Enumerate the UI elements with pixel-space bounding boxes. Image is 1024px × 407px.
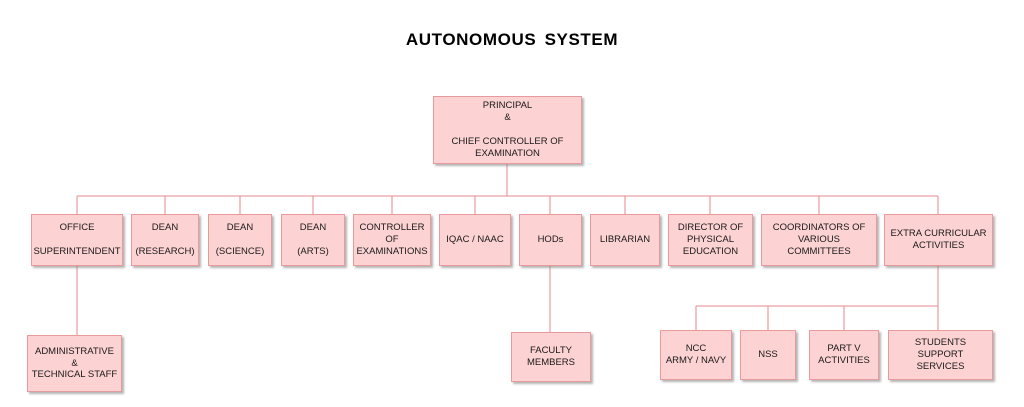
node-students-support-label: STUDENTS SUPPORT SERVICES [914, 337, 967, 372]
node-extra-curricular-label: EXTRA CURRICULAR ACTIVITIES [890, 228, 987, 251]
node-part-v: PART V ACTIVITIES [809, 330, 879, 380]
node-extra-curricular: EXTRA CURRICULAR ACTIVITIES [884, 214, 993, 266]
node-principal-label: PRINCIPAL & CHIEF CONTROLLER OF EXAMINAT… [451, 100, 564, 159]
node-faculty-members-label: FACULTY MEMBERS [526, 345, 576, 368]
node-librarian-label: LIBRARIAN [599, 234, 651, 246]
node-nss-label: NSS [758, 349, 778, 361]
node-director-physical-education-label: DIRECTOR OF PHYSICAL EDUCATION [677, 222, 744, 257]
node-dean-science: DEAN (SCIENCE) [208, 214, 272, 266]
node-admin-technical-staff: ADMINISTRATIVE & TECHNICAL STAFF [27, 335, 122, 392]
node-dean-research-label: DEAN (RESEARCH) [135, 222, 195, 257]
node-coordinators-label: COORDINATORS OF VARIOUS COMMITTEES [772, 222, 866, 257]
node-students-support: STUDENTS SUPPORT SERVICES [888, 330, 993, 380]
node-controller-of-examinations: CONTROLLER OF EXAMINATIONS [353, 214, 431, 266]
node-hods: HODs [519, 214, 582, 266]
node-principal: PRINCIPAL & CHIEF CONTROLLER OF EXAMINAT… [433, 96, 582, 164]
node-dean-research: DEAN (RESEARCH) [131, 214, 199, 266]
node-hods-label: HODs [537, 234, 564, 246]
node-ncc: NCC ARMY / NAVY [660, 330, 732, 380]
node-coordinators: COORDINATORS OF VARIOUS COMMITTEES [761, 214, 877, 266]
node-part-v-label: PART V ACTIVITIES [818, 343, 870, 366]
node-iqac-naac-label: IQAC / NAAC [446, 234, 504, 246]
node-iqac-naac: IQAC / NAAC [439, 214, 511, 266]
node-faculty-members: FACULTY MEMBERS [511, 332, 591, 382]
node-dean-science-label: DEAN (SCIENCE) [215, 222, 265, 257]
node-admin-technical-staff-label: ADMINISTRATIVE & TECHNICAL STAFF [31, 345, 118, 381]
node-librarian: LIBRARIAN [590, 214, 660, 266]
node-office-superintendent-label: OFFICE SUPERINTENDENT [33, 222, 121, 257]
node-dean-arts-label: DEAN (ARTS) [297, 222, 329, 257]
node-director-physical-education: DIRECTOR OF PHYSICAL EDUCATION [668, 214, 753, 266]
node-nss: NSS [740, 330, 796, 380]
node-ncc-label: NCC ARMY / NAVY [665, 343, 727, 366]
node-controller-of-examinations-label: CONTROLLER OF EXAMINATIONS [356, 222, 428, 257]
node-dean-arts: DEAN (ARTS) [281, 214, 345, 266]
chart-title: AUTONOMOUS SYSTEM [405, 30, 619, 49]
node-office-superintendent: OFFICE SUPERINTENDENT [31, 214, 123, 266]
